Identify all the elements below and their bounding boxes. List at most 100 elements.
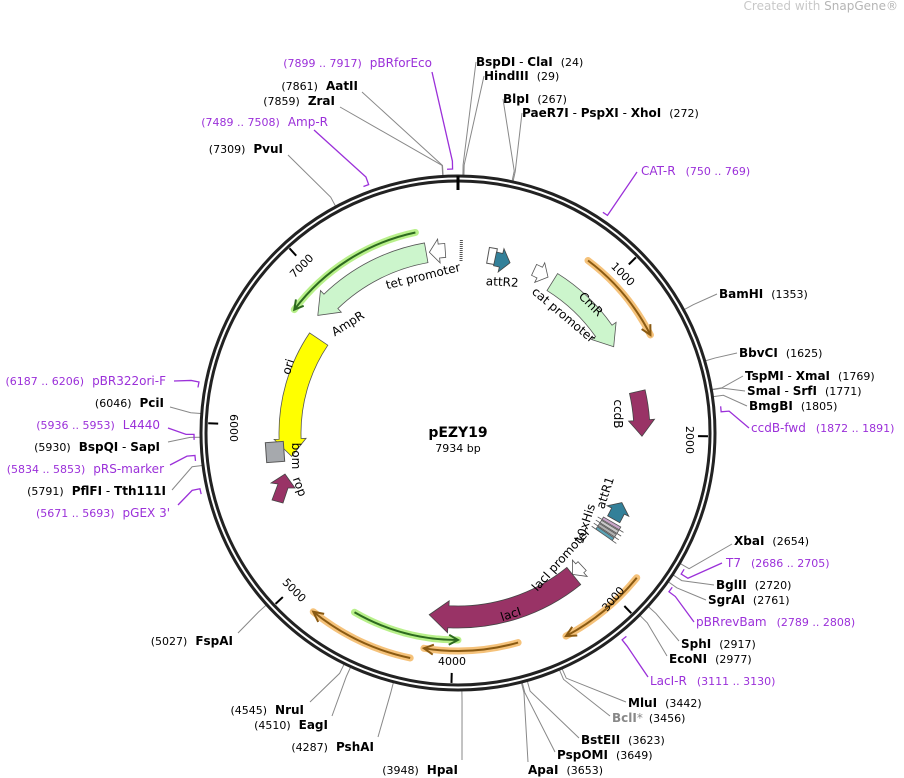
tet-promoter-arrow — [428, 237, 447, 265]
tick-mark — [288, 247, 297, 257]
primer-leader-line — [313, 129, 370, 188]
site-label[interactable]: (4510)EagI — [254, 718, 328, 732]
site-label[interactable]: EcoNI(2977) — [669, 652, 752, 666]
site-label[interactable]: TspMI - XmaI(1769) — [745, 369, 875, 383]
plasmid-size: 7934 bp — [435, 442, 480, 455]
site-label[interactable]: (4545)NruI — [230, 703, 304, 717]
orange-arrow-4-head — [311, 610, 325, 623]
cmr-arrow — [546, 273, 617, 348]
site-label[interactable]: PspOMI(3649) — [557, 748, 653, 762]
site-label[interactable]: (6046)PciI — [95, 396, 164, 410]
primer-label[interactable]: T7(2686 .. 2705) — [725, 556, 830, 570]
site-label[interactable]: MluI(3442) — [628, 696, 702, 710]
feature-label-ori[interactable]: ori — [279, 357, 297, 376]
primer-leader-line — [169, 454, 197, 466]
site-leader-line — [668, 581, 707, 601]
cat-promoter-arrow — [531, 261, 549, 284]
site-leader-line — [712, 387, 746, 392]
site-label[interactable]: BbvCI(1625) — [739, 346, 822, 360]
site-leader-line — [462, 61, 477, 176]
primer-label[interactable]: (5834 .. 5853)pRS-marker — [7, 462, 164, 476]
his-tag-stripe — [591, 525, 617, 544]
feature-label-rop[interactable]: rop — [290, 475, 310, 498]
site-label[interactable]: BmgBI(1805) — [749, 399, 837, 413]
bom-box — [264, 440, 286, 464]
his-tag-stripe — [595, 519, 622, 537]
site-label[interactable]: (5027)FspAI — [151, 634, 233, 648]
site-leader-line — [287, 154, 336, 207]
primer-leader-line — [621, 635, 649, 678]
feature-label-ccdb[interactable]: ccdB — [611, 399, 625, 428]
primer-label[interactable]: (7489 .. 7508)Amp-R — [201, 115, 328, 129]
primer-label[interactable]: CAT-R(750 .. 769) — [641, 164, 750, 178]
site-labels-left: (3948)HpaI (4287)PshAI (4510)EagI (4545)… — [27, 79, 458, 777]
site-leader-line — [705, 352, 738, 362]
feature-label-attr2[interactable]: attR2 — [485, 274, 518, 290]
primer-label[interactable]: pBRrevBam(2789 .. 2808) — [696, 615, 855, 629]
primer-leader-line — [668, 586, 695, 623]
orange-arrow-4 — [312, 610, 411, 659]
primer-leader-line — [602, 171, 638, 217]
site-label[interactable]: BspDI - ClaI(24) — [476, 55, 583, 69]
ampr-arrow — [317, 242, 429, 316]
site-leader-line — [502, 98, 515, 181]
feature-label-laci[interactable]: lacI — [499, 604, 523, 624]
site-leader-line — [639, 615, 668, 657]
site-label[interactable]: ApaI(3653) — [528, 763, 603, 777]
site-leader-line — [526, 681, 580, 739]
site-label[interactable]: (7861)AatII — [281, 79, 358, 93]
site-label[interactable]: BclI*(3456) — [612, 711, 685, 725]
orange-arrow-2-head — [564, 626, 578, 638]
site-leader-line — [521, 682, 556, 753]
primer-label[interactable]: (7899 .. 7917)pBRforEco — [283, 56, 432, 70]
site-label[interactable]: BamHI(1353) — [719, 287, 808, 301]
site-label[interactable]: XbaI(2654) — [734, 534, 809, 548]
feature-label-bom[interactable]: bom — [289, 443, 303, 470]
primer-leader-line — [177, 487, 202, 506]
tick-mark — [628, 256, 637, 266]
primer-label[interactable]: ccdB-fwd(1872 .. 1891) — [751, 421, 894, 435]
site-leader-line — [309, 664, 345, 703]
ori-arrow — [273, 332, 329, 457]
site-leader-line — [713, 394, 748, 407]
site-labels: BspDI - ClaI(24) HindIII(29) BlpI(267) P… — [476, 55, 875, 777]
site-label[interactable]: PaeR7I - PspXI - XhoI(272) — [522, 106, 699, 120]
site-label[interactable]: BglII(2720) — [716, 578, 791, 592]
tick-mark — [623, 605, 632, 614]
ampr-line-arrow — [293, 231, 416, 311]
site-label[interactable]: (5791)PflFI - Tth111I — [27, 484, 166, 498]
site-label[interactable]: BstEII(3623) — [581, 733, 665, 747]
his-tag-stripe — [593, 522, 619, 541]
site-label[interactable]: (7859)ZraI — [263, 94, 335, 108]
watermark-brand: SnapGene® — [824, 0, 898, 13]
primer-leader-line — [173, 379, 200, 388]
attr2-arrow — [493, 247, 511, 273]
tick-label: 2000 — [683, 426, 696, 454]
primer-label[interactable]: LacI-R(3111 .. 3130) — [650, 674, 775, 688]
tick-label: 7000 — [287, 252, 316, 281]
rop-arrow — [269, 473, 296, 504]
site-label[interactable]: BlpI(267) — [503, 92, 567, 106]
laci-promoter-arrow — [572, 559, 589, 577]
site-label[interactable]: (5930)BspQI - SapI — [34, 440, 160, 454]
site-leader-line — [361, 91, 444, 176]
site-label[interactable]: SgrAI(2761) — [708, 593, 789, 607]
plasmid-name: pEZY19 — [428, 425, 487, 441]
site-label[interactable]: (4287)PshAI — [291, 740, 374, 754]
tick-label: 4000 — [438, 655, 466, 668]
primer-label[interactable]: (5671 .. 5693)pGEX 3' — [36, 506, 170, 520]
site-label[interactable]: (3948)HpaI — [382, 763, 458, 777]
site-label[interactable]: HindIII(29) — [484, 69, 559, 83]
site-leader-line — [169, 406, 201, 415]
watermark-prefix: Created with — [743, 0, 825, 13]
primer-label[interactable]: (5936 .. 5953)L4440 — [36, 418, 160, 432]
site-leader-line — [463, 75, 485, 176]
site-label[interactable]: SphI(2917) — [681, 637, 756, 651]
site-leader-line — [684, 293, 718, 310]
site-label[interactable]: SmaI - SrfI(1771) — [747, 384, 862, 398]
green-line-arrow-bottom-head — [448, 633, 461, 646]
site-label[interactable]: (7309)PvuI — [209, 142, 283, 156]
primer-label[interactable]: (6187 .. 6206)pBR322ori-F — [6, 374, 167, 388]
orange-arrow-3 — [423, 641, 519, 652]
